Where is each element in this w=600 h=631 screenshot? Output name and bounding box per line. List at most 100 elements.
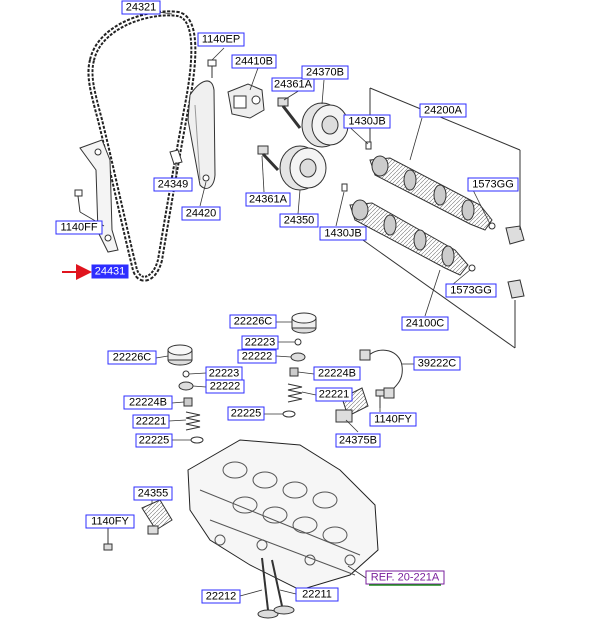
label-22225-left[interactable]: 22225 bbox=[135, 433, 173, 448]
svg-text:24321: 24321 bbox=[126, 2, 157, 14]
label-22222-mid[interactable]: 22222 bbox=[205, 379, 245, 394]
label-22224b-left[interactable]: 22224B bbox=[123, 395, 173, 410]
pin-1430jb-bottom[interactable] bbox=[341, 183, 348, 192]
ref-link[interactable]: REF. 20-221A bbox=[365, 570, 445, 586]
label-1140fy-left[interactable]: 1140FY bbox=[85, 514, 135, 529]
label-22221-left[interactable]: 22221 bbox=[132, 414, 170, 429]
label-24349[interactable]: 24349 bbox=[153, 177, 193, 192]
bolt-24361a-top[interactable] bbox=[277, 97, 302, 129]
svg-text:22223: 22223 bbox=[209, 368, 240, 380]
svg-text:24355: 24355 bbox=[138, 488, 169, 500]
svg-text:22225: 22225 bbox=[139, 435, 170, 447]
retainer-22222-mid[interactable] bbox=[178, 381, 194, 391]
svg-text:24361A: 24361A bbox=[249, 194, 288, 206]
label-1140fy-right[interactable]: 1140FY bbox=[369, 412, 417, 427]
svg-text:1140FY: 1140FY bbox=[91, 516, 129, 528]
seal-22224b-right[interactable] bbox=[289, 367, 299, 377]
camshaft-exhaust[interactable] bbox=[349, 199, 469, 276]
label-24420[interactable]: 24420 bbox=[181, 206, 221, 221]
label-24200a[interactable]: 24200A bbox=[419, 103, 467, 118]
label-1573gg-bottom[interactable]: 1573GG bbox=[445, 283, 497, 298]
washer-22225-mid[interactable] bbox=[282, 410, 296, 418]
keeper-22223-mid[interactable] bbox=[182, 370, 190, 378]
svg-text:1573GG: 1573GG bbox=[450, 285, 492, 297]
label-24361a-top[interactable]: 24361A bbox=[271, 77, 315, 92]
svg-text:24370B: 24370B bbox=[306, 67, 344, 79]
washer-22225-left[interactable] bbox=[190, 436, 204, 444]
label-1140ep[interactable]: 1140EP bbox=[197, 32, 245, 47]
svg-text:22226C: 22226C bbox=[234, 316, 273, 328]
svg-text:1430JB: 1430JB bbox=[348, 116, 385, 128]
bolt-1140ep[interactable] bbox=[207, 59, 217, 78]
label-24355[interactable]: 24355 bbox=[133, 486, 173, 501]
svg-text:24100C: 24100C bbox=[406, 318, 445, 330]
label-39222c[interactable]: 39222C bbox=[413, 356, 461, 371]
chain-guide[interactable] bbox=[79, 139, 119, 253]
label-22211[interactable]: 22211 bbox=[295, 587, 339, 602]
pin-24349[interactable] bbox=[169, 149, 183, 165]
label-22222-top[interactable]: 22222 bbox=[237, 349, 277, 364]
svg-text:1140FY: 1140FY bbox=[374, 414, 412, 426]
plug-1573gg-top[interactable] bbox=[488, 222, 525, 245]
tensioner[interactable] bbox=[227, 83, 265, 119]
label-1430jb-top[interactable]: 1430JB bbox=[343, 114, 391, 129]
label-22212[interactable]: 22212 bbox=[201, 589, 241, 604]
label-24370b[interactable]: 24370B bbox=[301, 65, 349, 80]
bolt-1140fy-left[interactable] bbox=[103, 528, 113, 551]
bolt-24361a-bottom[interactable] bbox=[257, 145, 280, 172]
svg-text:24361A: 24361A bbox=[274, 79, 313, 91]
label-22226c-top[interactable]: 22226C bbox=[229, 314, 277, 329]
svg-text:1430JB: 1430JB bbox=[324, 228, 361, 240]
keeper-22223-top[interactable] bbox=[294, 338, 302, 346]
label-24431-selected[interactable]: 24431 bbox=[91, 264, 129, 279]
spring-22221-left[interactable] bbox=[185, 411, 201, 431]
label-24321[interactable]: 24321 bbox=[121, 0, 161, 15]
label-24361a-bottom[interactable]: 24361A bbox=[245, 192, 291, 207]
lifter-22226c-left[interactable] bbox=[167, 344, 193, 366]
plug-1573gg-bottom[interactable] bbox=[468, 264, 525, 299]
seal-22224b-left[interactable] bbox=[183, 397, 193, 407]
cylinder-head[interactable] bbox=[187, 439, 379, 591]
label-22221-right[interactable]: 22221 bbox=[315, 387, 353, 402]
spring-22221-right[interactable] bbox=[287, 383, 303, 403]
label-24100c[interactable]: 24100C bbox=[401, 316, 449, 331]
cam-sprocket-top[interactable] bbox=[301, 102, 349, 148]
label-22225-mid[interactable]: 22225 bbox=[227, 406, 265, 421]
label-1430jb-bottom[interactable]: 1430JB bbox=[319, 226, 367, 241]
parts-drawing bbox=[74, 10, 525, 619]
valve-22212[interactable] bbox=[257, 557, 279, 619]
label-22223-mid[interactable]: 22223 bbox=[205, 366, 243, 381]
leader-lines bbox=[79, 11, 491, 597]
label-22226c-left[interactable]: 22226C bbox=[107, 350, 157, 365]
ocv-24355[interactable] bbox=[141, 499, 173, 535]
group-lines bbox=[345, 87, 521, 349]
valve-22211[interactable] bbox=[271, 559, 295, 615]
svg-text:24200A: 24200A bbox=[424, 105, 463, 117]
timing-chain[interactable] bbox=[87, 10, 197, 282]
camshaft-intake[interactable] bbox=[369, 155, 493, 231]
label-24375b[interactable]: 24375B bbox=[335, 433, 381, 448]
tensioner-arm[interactable] bbox=[187, 80, 216, 189]
retainer-22222-top[interactable] bbox=[290, 352, 306, 362]
svg-text:1140EP: 1140EP bbox=[202, 34, 240, 46]
svg-text:1140FF: 1140FF bbox=[60, 222, 97, 234]
svg-text:24420: 24420 bbox=[186, 208, 217, 220]
label-1573gg-top[interactable]: 1573GG bbox=[467, 177, 519, 192]
svg-text:24350: 24350 bbox=[284, 215, 315, 227]
label-22223-top[interactable]: 22223 bbox=[241, 335, 279, 350]
bolt-1140fy-right[interactable] bbox=[375, 389, 385, 408]
svg-text:24375B: 24375B bbox=[339, 435, 377, 447]
label-24350[interactable]: 24350 bbox=[279, 213, 319, 228]
label-1140ff[interactable]: 1140FF bbox=[55, 220, 103, 235]
bolt-1140ff[interactable] bbox=[74, 189, 83, 213]
cam-sprocket-bottom[interactable] bbox=[279, 145, 327, 191]
label-24410b[interactable]: 24410B bbox=[231, 54, 277, 69]
svg-text:22224B: 22224B bbox=[318, 368, 356, 380]
label-22224b-right[interactable]: 22224B bbox=[313, 366, 361, 381]
svg-text:22221: 22221 bbox=[319, 389, 350, 401]
svg-text:24349: 24349 bbox=[158, 179, 189, 191]
lifter-22226c-top[interactable] bbox=[291, 312, 317, 334]
svg-text:24410B: 24410B bbox=[235, 56, 273, 68]
pin-1430jb-top[interactable] bbox=[365, 141, 372, 150]
